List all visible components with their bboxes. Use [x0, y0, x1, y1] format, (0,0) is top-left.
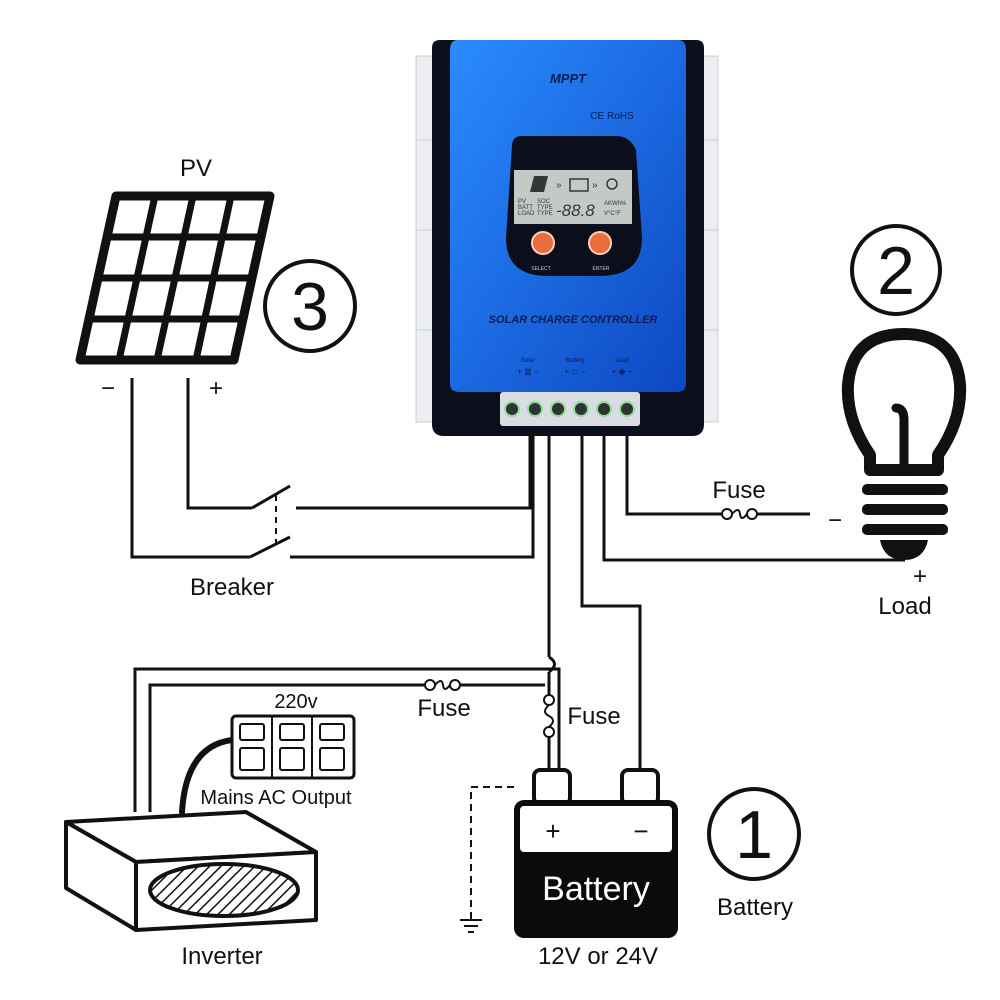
port-label-solar: Solar [521, 358, 535, 364]
port-label-battery: Battery [565, 358, 584, 364]
inverter-label: Inverter [181, 943, 262, 970]
port-sign-battery: + ▭ − [564, 367, 586, 376]
battery-plus-sign: + [545, 816, 560, 846]
inverter-fuse-label: Fuse [417, 695, 470, 722]
breaker-blade-2 [249, 535, 291, 559]
pv-plus-wire-ctrl [296, 432, 532, 510]
lcd-bulb-icon [606, 178, 618, 190]
breaker-label: Breaker [190, 574, 274, 601]
ac-outlet-strip: 220v Mains AC Output [200, 691, 356, 809]
lcd-arrow-icon-2: » [592, 180, 598, 191]
controller-name: SOLAR CHARGE CONTROLLER [489, 314, 658, 326]
lcd-digits: -88.8 [556, 201, 595, 220]
load-label: Load [878, 593, 931, 620]
lcd-label-soc: SOC [537, 199, 551, 205]
pv-minus-wire [130, 378, 250, 559]
battery-caption: Battery [717, 894, 793, 921]
inverter-fuse: Fuse [417, 679, 471, 722]
bulb-icon [841, 328, 967, 560]
lcd-label-pv: PV [518, 199, 526, 205]
lcd-units-top: AKWh% [604, 201, 627, 207]
lcd-label-batt: BATT [518, 205, 533, 211]
battery-fuse: Fuse [543, 694, 621, 738]
enter-label: ENTER [593, 266, 610, 272]
inverter-minus-wire [133, 667, 561, 812]
battery-plus-terminal [532, 768, 572, 806]
enter-button[interactable] [588, 231, 612, 255]
battery-top-band [520, 806, 672, 852]
select-label: SELECT [531, 266, 550, 272]
battery-minus-wire [580, 432, 642, 776]
inverter: Inverter [64, 810, 318, 970]
lcd-units-bottom: V°C°F [604, 211, 621, 217]
wires [130, 378, 905, 933]
pv-panel: PV − + [75, 155, 275, 402]
terminal-pv-plus [527, 401, 543, 417]
battery-number: 1 [735, 797, 773, 873]
lcd-panel-icon [530, 176, 548, 192]
terminal-load-plus [596, 401, 612, 417]
wire-crossover [548, 655, 556, 674]
pv-plus-label: + [209, 375, 223, 402]
battery-minus-sign: − [633, 816, 648, 846]
lcd-label-load: LOAD [518, 211, 535, 217]
inverter-cord [179, 737, 235, 815]
terminal-batt-plus [550, 401, 566, 417]
battery-fuse-label: Fuse [567, 703, 620, 730]
load-minus-label: − [828, 507, 842, 534]
breaker-blade-1 [251, 484, 291, 510]
terminal-batt-minus [573, 401, 589, 417]
ground-wire [470, 786, 514, 920]
load-minus-wire [625, 432, 722, 516]
outlet-sockets [239, 723, 345, 771]
port-label-load: Load [615, 358, 628, 364]
load-plus-wire [602, 432, 905, 562]
lcd-battery-icon [569, 178, 589, 192]
battery-minus-terminal [620, 768, 660, 806]
pv-number: 3 [291, 269, 329, 345]
pv-number-badge: 3 [263, 259, 357, 353]
terminal-load-minus [619, 401, 635, 417]
battery-badge: 1 [707, 787, 801, 881]
port-sign-load: + ◉ − [612, 367, 633, 376]
load-fuse-label: Fuse [712, 477, 765, 504]
lcd-label-type-2: TYPE [537, 211, 553, 217]
lcd-arrow-icon: » [556, 180, 562, 191]
battery-text: Battery [542, 870, 650, 908]
load-badge: 2 [850, 224, 942, 316]
pv-minus-label: − [101, 375, 115, 402]
pv-plus-wire [186, 378, 252, 510]
load-fuse: Fuse [712, 477, 766, 520]
charge-controller: MPPT CE RoHS » » PV BATT LOAD SOC TYPE T… [415, 40, 719, 436]
terminals [504, 401, 635, 417]
output-voltage: 220v [274, 691, 317, 713]
load-number: 2 [877, 233, 915, 309]
pv-label: PV [180, 155, 212, 182]
terminal-block [500, 392, 640, 426]
port-sign-solar: + ▥ − [517, 367, 539, 376]
lcd-icons: » » [530, 176, 618, 192]
load-plus-label: + [913, 563, 927, 590]
inverter-vent [148, 862, 300, 918]
lcd-labels: PV BATT LOAD SOC TYPE TYPE [518, 199, 553, 217]
brand-text: MPPT [550, 71, 587, 86]
terminal-pv-minus [504, 401, 520, 417]
select-button[interactable] [531, 231, 555, 255]
cert-text: CE RoHS [590, 111, 634, 122]
inverter-plus-wire [148, 683, 425, 812]
battery: + − Battery 12V or 24V [514, 768, 678, 970]
pv-minus-wire-ctrl [290, 432, 535, 559]
output-label: Mains AC Output [200, 787, 352, 809]
battery-voltage: 12V or 24V [538, 943, 658, 970]
lcd-label-type: TYPE [537, 205, 553, 211]
